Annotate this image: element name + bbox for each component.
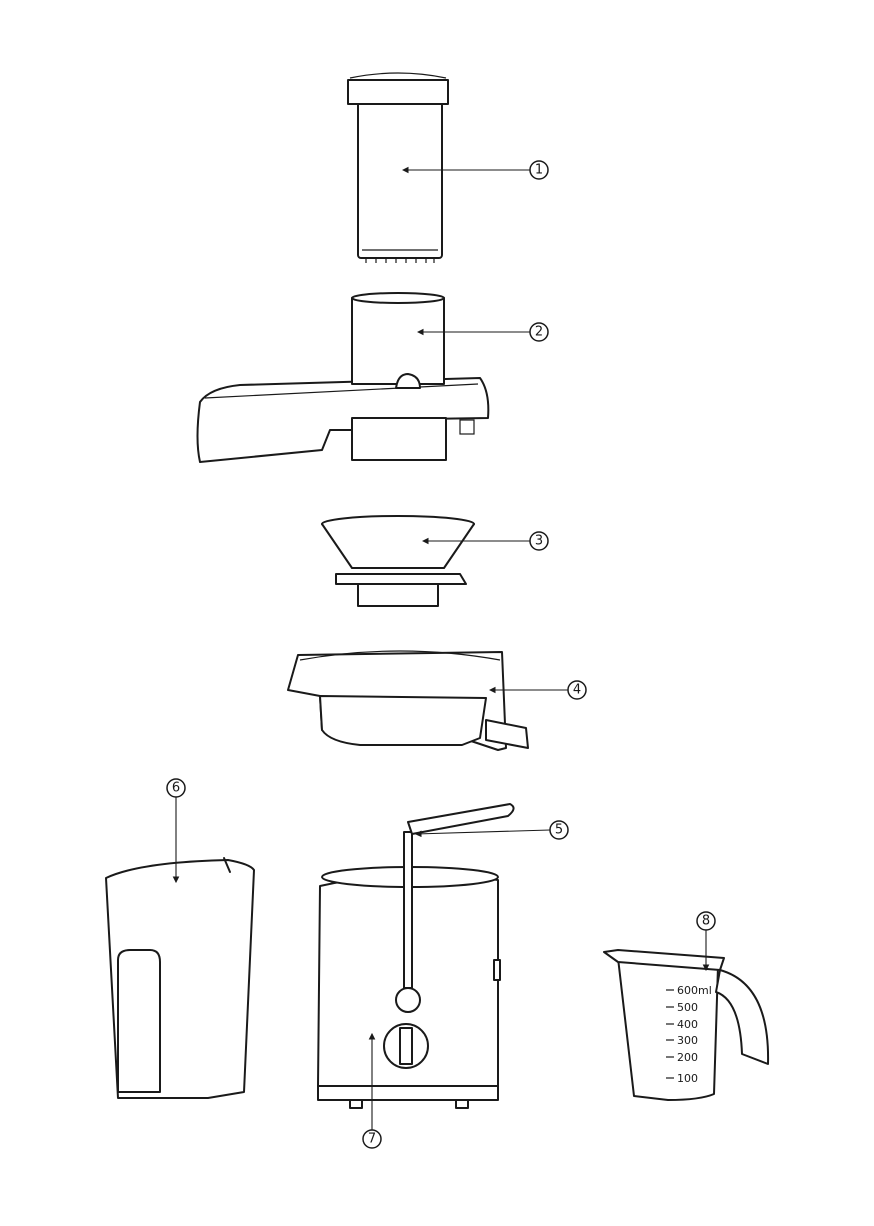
callout-4: 4 (568, 681, 586, 699)
callout-number: 7 (368, 1132, 376, 1147)
pusher-part (348, 73, 530, 263)
callout-8: 8 (697, 912, 715, 930)
filter-part (322, 516, 530, 606)
scale-label: 400 (677, 1018, 698, 1031)
callout-5: 5 (550, 821, 568, 839)
callout-number: 5 (555, 823, 563, 838)
scale-label: 500 (677, 1001, 698, 1014)
callout-1: 1 (530, 161, 548, 179)
filter-holder-part (288, 651, 568, 750)
callout-number: 2 (535, 325, 543, 340)
callout-6: 6 (167, 779, 185, 797)
callout-number: 8 (702, 914, 710, 929)
callout-number: 3 (535, 534, 543, 549)
scale-label: 300 (677, 1034, 698, 1047)
callout-number: 1 (535, 163, 543, 178)
pulp-container-part (106, 797, 254, 1098)
juice-jug-part: 600ml 500 400 300 200 100 (604, 930, 768, 1100)
callout-3: 3 (530, 532, 548, 550)
callout-number: 4 (573, 683, 581, 698)
scale-label: 100 (677, 1072, 698, 1085)
callout-7: 7 (363, 1130, 381, 1148)
scale-label: 600ml (677, 984, 712, 997)
cover-part (198, 293, 531, 462)
scale-label: 200 (677, 1051, 698, 1064)
callout-2: 2 (530, 323, 548, 341)
callout-number: 6 (172, 781, 180, 796)
